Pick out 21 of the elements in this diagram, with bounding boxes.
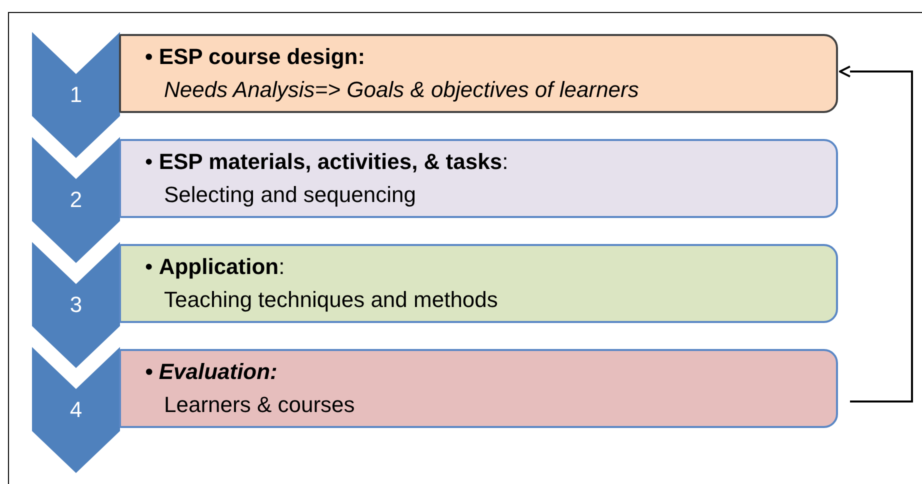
step-heading: • ESP materials, activities, & tasks: (145, 148, 508, 176)
step-number: 2 (68, 187, 84, 213)
step-box (119, 139, 838, 218)
step-description: Selecting and sequencing (164, 181, 416, 209)
step-heading: • Application: (145, 253, 285, 281)
step-number: 1 (68, 82, 84, 108)
step-marker (32, 347, 120, 473)
step-box (119, 349, 838, 428)
step-marker (32, 137, 120, 263)
step-number: 4 (68, 397, 84, 423)
step-heading: • ESP course design: (145, 43, 366, 71)
feedback-arrow (839, 66, 913, 402)
step-box (119, 34, 838, 113)
step-marker (32, 242, 120, 368)
step-description: Learners & courses (164, 391, 355, 419)
step-box (119, 244, 838, 323)
step-heading: • Evaluation: (145, 358, 278, 386)
step-description: Teaching techniques and methods (164, 286, 498, 314)
step-description: Needs Analysis=> Goals & objectives of learners (164, 76, 639, 104)
step-marker (32, 32, 120, 158)
step-number: 3 (68, 292, 84, 318)
